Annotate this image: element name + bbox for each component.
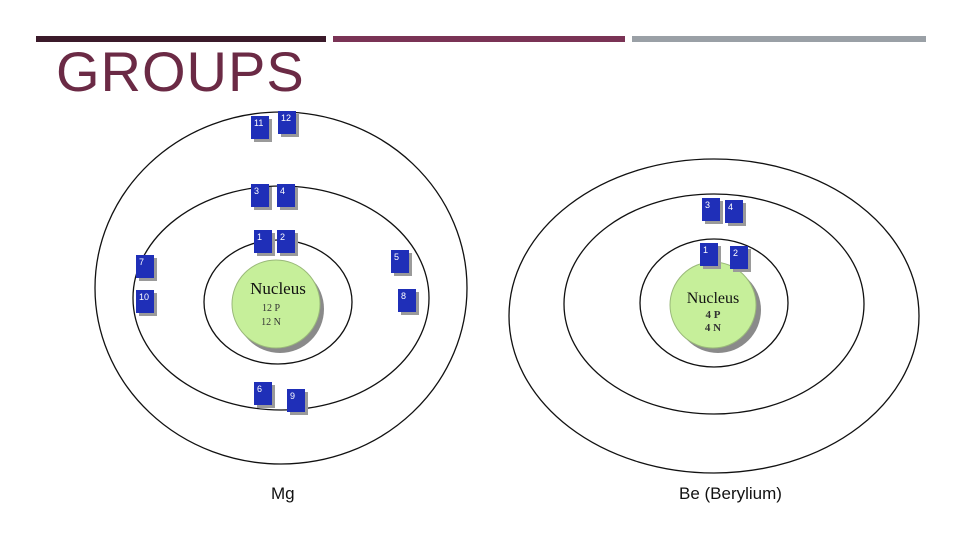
electron-1: 1 bbox=[254, 230, 275, 256]
electron-4: 4 bbox=[725, 200, 746, 226]
nucleus-neutrons: 4 N bbox=[705, 322, 721, 334]
nucleus-label: Nucleus bbox=[250, 279, 306, 298]
electron-11: 11 bbox=[251, 116, 272, 142]
electron-number: 9 bbox=[290, 391, 295, 401]
electron-number: 2 bbox=[280, 232, 285, 242]
electron-8: 8 bbox=[398, 289, 419, 315]
nucleus-neutrons: 12 N bbox=[261, 317, 281, 328]
electron-3: 3 bbox=[702, 198, 723, 224]
electron-6: 6 bbox=[254, 382, 275, 408]
electron-4: 4 bbox=[277, 184, 298, 210]
electron-number: 1 bbox=[703, 245, 708, 255]
electron-1: 1 bbox=[700, 243, 721, 269]
electron-2: 2 bbox=[277, 230, 298, 256]
electron-2: 2 bbox=[730, 246, 751, 272]
nucleus-protons: 12 P bbox=[262, 303, 281, 314]
nucleus-label: Nucleus bbox=[687, 290, 739, 307]
electron-number: 8 bbox=[401, 291, 406, 301]
electron-number: 4 bbox=[280, 186, 285, 196]
atom-be: Nucleus 4 P 4 N 1 2 3 4 bbox=[509, 159, 919, 473]
electron-number: 12 bbox=[281, 113, 291, 123]
electron-12: 12 bbox=[278, 111, 299, 137]
electron-number: 11 bbox=[254, 118, 263, 128]
electron-number: 4 bbox=[728, 202, 733, 212]
caption-mg: Mg bbox=[271, 484, 295, 504]
electron-number: 3 bbox=[705, 200, 710, 210]
electron-number: 2 bbox=[733, 248, 738, 258]
electron-9: 9 bbox=[287, 389, 308, 415]
electron-5: 5 bbox=[391, 250, 412, 276]
electron-number: 3 bbox=[254, 186, 259, 196]
electron-number: 6 bbox=[257, 384, 262, 394]
caption-be: Be (Berylium) bbox=[679, 484, 782, 504]
electron-number: 1 bbox=[257, 232, 262, 242]
electron-number: 7 bbox=[139, 257, 144, 267]
electron-3: 3 bbox=[251, 184, 272, 210]
electron-number: 10 bbox=[139, 292, 149, 302]
electron-number: 5 bbox=[394, 252, 399, 262]
electron-7: 7 bbox=[136, 255, 157, 281]
electron-10: 10 bbox=[136, 290, 157, 316]
nucleus-protons: 4 P bbox=[706, 309, 721, 321]
